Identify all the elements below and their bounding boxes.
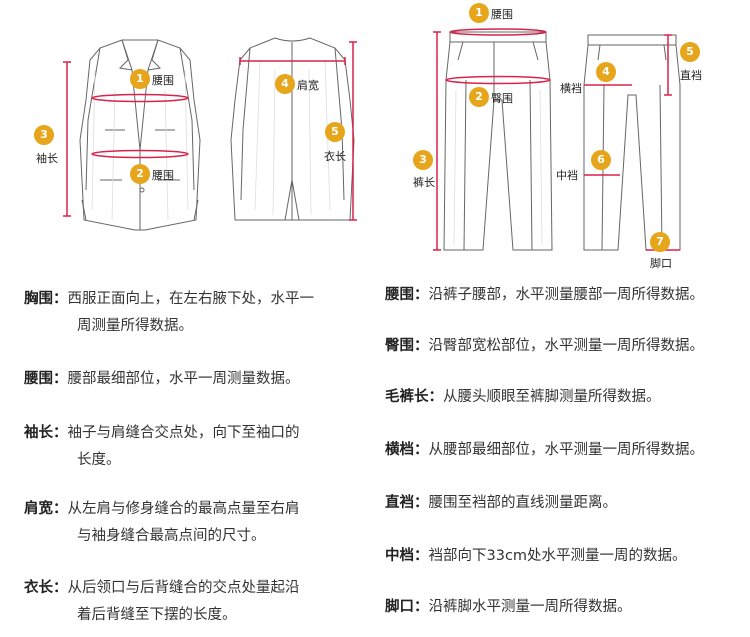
pants-desc-thigh: 横档：从腰部最细部位，水平测量一周所得数据。	[385, 437, 750, 464]
desc-term: 腰围：	[385, 287, 429, 303]
desc-term: 横档：	[385, 442, 429, 458]
pants-badge-3: 3	[413, 150, 433, 170]
desc-text: 沿臀部宽松部位，水平测量一周所得数据。	[428, 338, 705, 354]
desc-text: 腰围至裆部的直线测量距离。	[428, 495, 618, 511]
desc-text-cont: 长度。	[77, 452, 121, 468]
jacket-front-illustration	[63, 39, 201, 231]
pants-badge-4: 4	[596, 62, 616, 82]
desc-term: 腰围：	[24, 371, 68, 387]
desc-term: 中档：	[385, 548, 429, 564]
desc-text: 从腰部最细部位，水平测量一周所得数据。	[428, 442, 705, 458]
jacket-desc-length: 衣长：从后领口与后背缝合的交点处量起沿 着后背缝至下摆的长度。	[24, 575, 374, 629]
jacket-badge-4: 4	[275, 74, 295, 94]
jacket-badge-3: 3	[34, 125, 54, 145]
pants-label-2: 臀围	[491, 92, 513, 105]
desc-term: 臀围：	[385, 338, 429, 354]
pants-back-illustration	[583, 34, 681, 251]
pants-desc-length: 毛裤长：从腰头顺眼至裤脚测量所得数据。	[385, 384, 750, 411]
desc-text: 裆部向下33cm处水平测量一周的数据。	[428, 548, 687, 564]
jacket-desc-chest: 胸围：西服正面向上，在左右腋下处，水平一 周测量所得数据。	[24, 286, 374, 340]
desc-text-cont: 着后背缝至下摆的长度。	[77, 607, 237, 623]
desc-text-cont: 与袖身缝合最高点间的尺寸。	[77, 528, 266, 544]
jacket-label-2: 腰围	[152, 169, 174, 182]
pants-desc-waist: 腰围：沿裤子腰部，水平测量腰部一周所得数据。	[385, 282, 750, 309]
pants-badge-1: 1	[469, 3, 489, 23]
pants-label-4: 横裆	[560, 82, 582, 95]
desc-term: 衣长：	[24, 580, 68, 596]
desc-term: 脚口：	[385, 599, 429, 615]
pants-desc-hip: 臀围：沿臀部宽松部位，水平测量一周所得数据。	[385, 333, 750, 360]
desc-term: 直裆：	[385, 495, 429, 511]
pants-badge-6: 6	[591, 150, 611, 170]
jacket-badge-5: 5	[325, 122, 345, 142]
desc-text: 从腰头顺眼至裤脚测量所得数据。	[443, 389, 661, 405]
pants-label-5: 直裆	[680, 69, 702, 82]
jacket-label-1: 腰围	[152, 74, 174, 87]
desc-term: 肩宽：	[24, 501, 68, 517]
pants-badge-2: 2	[469, 87, 489, 107]
desc-text: 袖子与肩缝合交点处，向下至袖口的	[67, 425, 300, 441]
jacket-desc-sleeve: 袖长：袖子与肩缝合交点处，向下至袖口的 长度。	[24, 420, 374, 474]
desc-text: 腰部最细部位，水平一周测量数据。	[67, 371, 300, 387]
desc-text: 从后领口与后背缝合的交点处量起沿	[67, 580, 300, 596]
pants-badge-7: 7	[650, 232, 670, 252]
pants-label-1: 腰围	[491, 8, 513, 21]
jacket-back-illustration	[230, 37, 357, 221]
desc-text: 沿裤脚水平测量一周所得数据。	[428, 599, 632, 615]
jacket-badge-1: 1	[130, 69, 150, 89]
pants-desc-rise: 直裆：腰围至裆部的直线测量距离。	[385, 490, 750, 517]
desc-text: 西服正面向上，在左右腋下处，水平一	[67, 291, 315, 307]
jacket-badge-2: 2	[130, 164, 150, 184]
desc-text-cont: 周测量所得数据。	[77, 318, 193, 334]
pants-badge-5: 5	[680, 42, 700, 62]
pants-desc-knee: 中档：裆部向下33cm处水平测量一周的数据。	[385, 543, 750, 570]
desc-term: 毛裤长：	[385, 389, 443, 405]
desc-term: 胸围：	[24, 291, 68, 307]
pants-front-illustration	[433, 28, 553, 251]
desc-term: 袖长：	[24, 425, 68, 441]
desc-text: 沿裤子腰部，水平测量腰部一周所得数据。	[428, 287, 705, 303]
jacket-label-5: 衣长	[324, 150, 346, 163]
jacket-desc-shoulder: 肩宽：从左肩与修身缝合的最高点量至右肩 与袖身缝合最高点间的尺寸。	[24, 496, 374, 550]
pants-label-3: 裤长	[413, 176, 435, 189]
jacket-label-4: 肩宽	[297, 79, 319, 92]
jacket-desc-waist: 腰围：腰部最细部位，水平一周测量数据。	[24, 366, 374, 393]
desc-text: 从左肩与修身缝合的最高点量至右肩	[67, 501, 300, 517]
pants-label-6: 中裆	[556, 169, 578, 182]
pants-label-7: 脚口	[650, 257, 672, 270]
jacket-label-3: 袖长	[36, 152, 58, 165]
pants-desc-cuff: 脚口：沿裤脚水平测量一周所得数据。	[385, 594, 750, 621]
